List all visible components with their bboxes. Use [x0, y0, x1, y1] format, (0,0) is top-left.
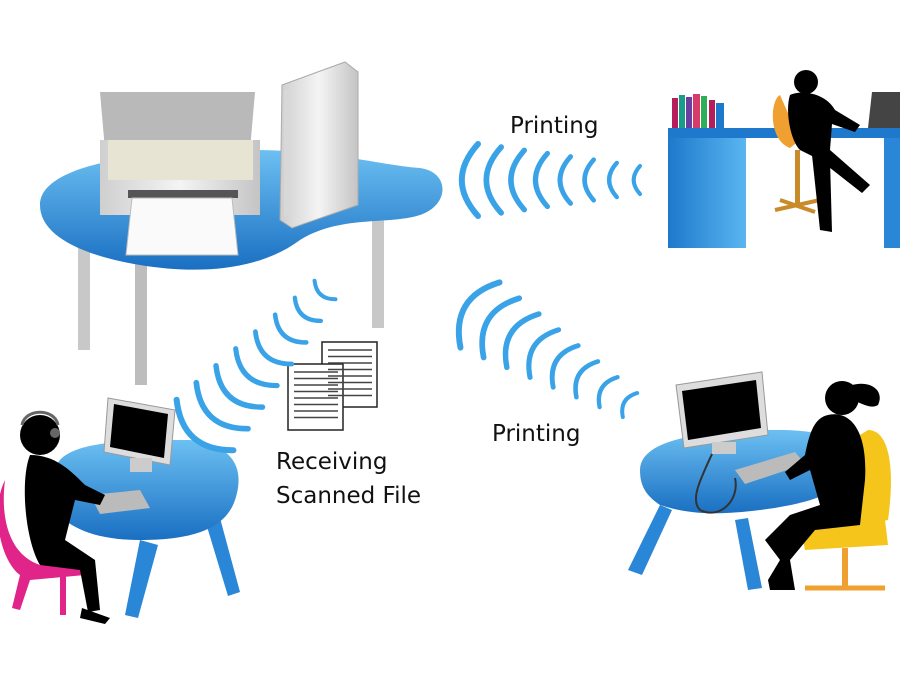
pink-chair-icon: [0, 480, 85, 615]
receiving-label-line2: Scanned File: [276, 483, 422, 509]
bottom-left-desk: [0, 397, 240, 624]
waves-to-bottom-right: [455, 279, 640, 420]
signal-wave-arc: [483, 144, 505, 216]
signal-wave-arc: [292, 295, 324, 324]
signal-wave-arc: [631, 164, 642, 196]
document-sheet-front: [287, 363, 344, 431]
signal-wave-arc: [549, 343, 581, 390]
scanned-documents-icon: [287, 341, 378, 431]
signal-wave-arc: [455, 279, 503, 351]
printing-label-middle: Printing: [492, 421, 581, 447]
signal-wave-arc: [533, 150, 551, 210]
signal-wave-arc: [607, 160, 619, 200]
signal-wave-arc: [526, 327, 562, 380]
signal-wave-arc: [272, 312, 309, 345]
books-icon: [672, 94, 724, 128]
monitor-icon: [675, 371, 769, 454]
yellow-chair-icon: [800, 430, 891, 591]
signal-wave-arc: [252, 329, 295, 367]
signal-wave-arc: [557, 154, 573, 206]
wireless-router-icon: [279, 61, 359, 229]
signal-wave-arc: [582, 157, 596, 203]
person-with-headset-silhouette: [20, 410, 110, 624]
printer-icon: [100, 92, 260, 256]
waves-to-top-right: [458, 141, 642, 219]
signal-wave-arc: [213, 363, 266, 410]
receiving-label-line1: Receiving: [276, 449, 388, 475]
keyboard-icon: [735, 452, 805, 484]
bottom-right-desk: [628, 371, 891, 591]
signal-wave-arc: [458, 141, 481, 219]
signal-wave-arc: [596, 375, 620, 410]
signal-wave-arc: [620, 390, 640, 420]
signal-wave-arc: [502, 311, 542, 371]
laptop-icon: [868, 92, 900, 128]
waves-to-bottom-left: [173, 278, 338, 454]
printing-label-top: Printing: [510, 113, 599, 139]
top-right-desk: [668, 70, 900, 248]
person-sitting-silhouette: [788, 70, 870, 232]
person-with-ponytail-silhouette: [765, 381, 880, 590]
signal-wave-arc: [193, 379, 251, 432]
monitor-icon: [103, 397, 176, 472]
wireless-signal-waves: [173, 141, 642, 454]
signal-wave-arc: [508, 147, 528, 213]
signal-wave-arc: [173, 396, 237, 454]
signal-wave-arc: [233, 346, 280, 389]
signal-wave-arc: [312, 278, 338, 302]
cable: [695, 453, 737, 514]
signal-wave-arc: [479, 295, 523, 361]
keyboard-icon: [90, 490, 150, 514]
signal-wave-arc: [573, 359, 601, 400]
